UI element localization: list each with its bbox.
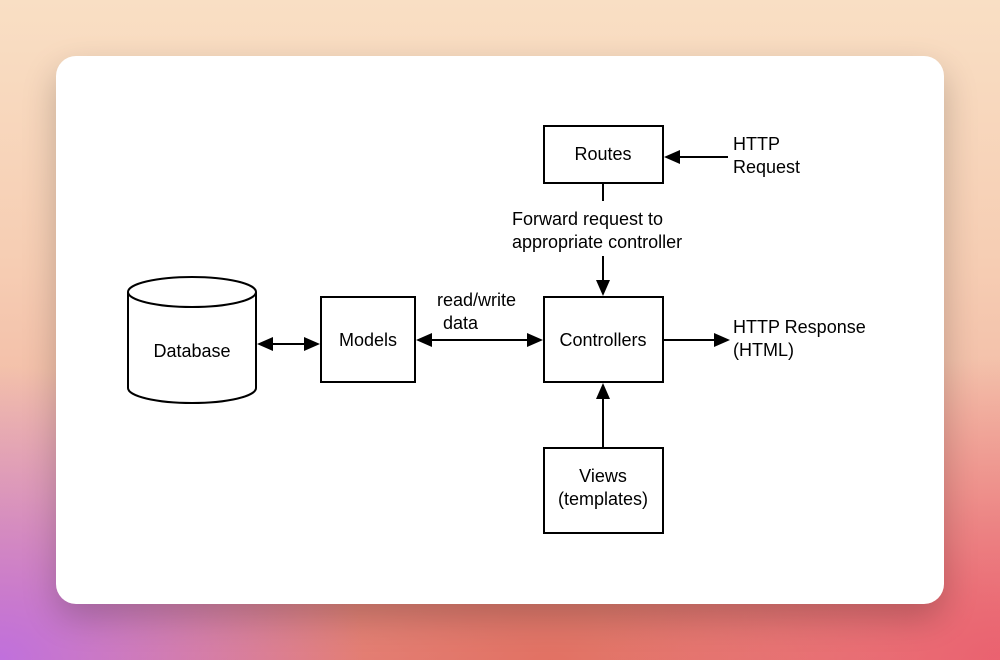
http-response-arrowhead — [714, 333, 730, 347]
forward-label-line1: Forward request to — [512, 209, 663, 229]
http-response-edge: HTTP Response (HTML) — [663, 317, 866, 360]
views-node: Views (templates) — [543, 447, 664, 534]
controllers-box — [543, 296, 664, 383]
views-label-line1: Views — [579, 466, 627, 486]
views-controllers-edge — [596, 383, 610, 448]
routes-box — [543, 125, 664, 184]
http-response-label-line2: (HTML) — [733, 340, 794, 360]
read-write-label-line2: data — [443, 313, 479, 333]
controllers-label: Controllers — [559, 330, 646, 350]
http-request-arrowhead — [664, 150, 680, 164]
database-label: Database — [153, 341, 230, 361]
database-node: Database — [127, 276, 257, 404]
database-models-arrowhead-right — [304, 337, 320, 351]
http-request-label-line2: Request — [733, 157, 800, 177]
forward-arrowhead — [596, 280, 610, 296]
http-request-label-line1: HTTP — [733, 134, 780, 154]
models-label: Models — [339, 330, 397, 350]
mvc-diagram: Database Models Controllers Routes Views… — [127, 125, 866, 534]
read-write-arrowhead-right — [527, 333, 543, 347]
models-node: Models — [320, 296, 416, 383]
views-controllers-arrowhead — [596, 383, 610, 399]
http-request-edge: HTTP Request — [664, 134, 800, 177]
views-label-line2: (templates) — [558, 489, 648, 509]
views-box — [543, 447, 664, 534]
database-cylinder-body — [127, 292, 257, 404]
database-cylinder-top — [127, 276, 257, 308]
routes-label: Routes — [574, 144, 631, 164]
forward-label-line2: appropriate controller — [512, 232, 682, 252]
forward-edge: Forward request to appropriate controlle… — [512, 183, 682, 296]
database-models-edge — [257, 337, 320, 351]
read-write-edge: read/write data — [416, 290, 543, 347]
controllers-node: Controllers — [543, 296, 664, 383]
database-models-arrowhead-left — [257, 337, 273, 351]
routes-node: Routes — [543, 125, 664, 184]
diagram-card: Database Models Controllers Routes Views… — [56, 56, 944, 604]
models-box — [320, 296, 416, 383]
http-response-label-line1: HTTP Response — [733, 317, 866, 337]
read-write-label-line1: read/write — [437, 290, 516, 310]
read-write-arrowhead-left — [416, 333, 432, 347]
